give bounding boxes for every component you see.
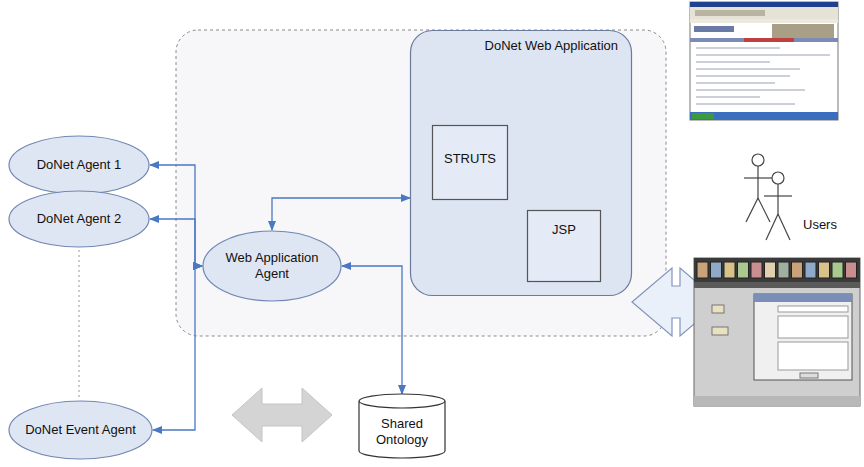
connector-arrow (150, 165, 202, 266)
node-label: DoNet Agent 2 (37, 211, 122, 227)
browser-screenshot (690, 2, 838, 120)
connector-arrow (272, 198, 410, 230)
node-heading: DoNet Web Application (485, 38, 618, 54)
node-label: Shared Ontology (362, 416, 442, 447)
grey-double-arrow (232, 388, 332, 442)
agent-ellipse: DoNet Event Agent (8, 400, 153, 460)
agent-ellipse: DoNet Agent 2 (8, 190, 150, 248)
node-label: DoNet Event Agent (25, 422, 136, 438)
application-screenshot (694, 258, 860, 406)
node-outline (527, 210, 601, 282)
node-label: Web Application Agent (214, 250, 330, 281)
actor-label: Users (803, 217, 837, 232)
agent-ellipse: Web Application Agent (202, 230, 342, 302)
agent-ellipse: DoNet Agent 1 (8, 135, 150, 195)
node-label: DoNet Agent 1 (37, 157, 122, 173)
user-figures (744, 154, 792, 240)
framework-box: STRUTS (432, 125, 508, 200)
application-box: DoNet Web ApplicationSTRUTS JSP (410, 30, 632, 296)
connector-arrow (150, 219, 202, 266)
node-label: JSP (552, 222, 576, 238)
framework-box: JSP (527, 210, 601, 282)
node-label: STRUTS (444, 151, 496, 167)
connector-arrow (153, 266, 202, 430)
dashed-region (176, 30, 666, 336)
database-cylinder: Shared Ontology (358, 394, 446, 458)
dotted-ellipsis (79, 250, 80, 398)
connector-arrow (342, 266, 402, 394)
